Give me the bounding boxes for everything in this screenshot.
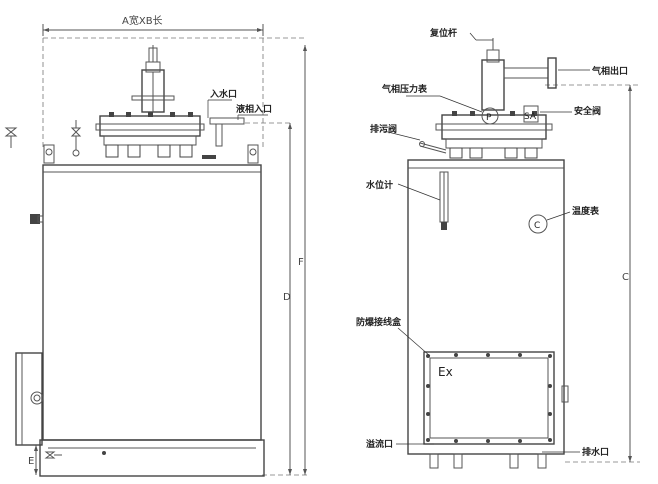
label-drain-outlet: 排水口 [582, 446, 609, 458]
safety-valve-letters: SA [524, 112, 537, 122]
label-gas-outlet: 气相出口 [591, 65, 628, 77]
dimension-e-label: E [28, 456, 34, 467]
left-view: A宽XB长 F D [4, 14, 310, 477]
dimension-c-label: C [622, 272, 629, 283]
label-drain-valve: 排污阀 [370, 123, 397, 135]
dimension-d-label: D [283, 292, 291, 303]
gauge-p-letter: P [486, 113, 492, 123]
label-level-gauge: 水位计 [366, 179, 393, 191]
gauge-c-letter: C [534, 221, 540, 231]
ex-mark: Ex [438, 365, 453, 379]
dimension-a-x-b: A宽XB长 [122, 14, 163, 27]
label-safety-valve: 安全阀 [574, 105, 601, 117]
label-gas-pressure-gauge: 气相压力表 [381, 83, 428, 95]
label-reset-rod: 复位杆 [429, 27, 457, 39]
label-thermometer: 温度表 [572, 205, 600, 217]
label-overflow: 溢流口 [366, 438, 393, 450]
label-water-inlet: 入水口 [209, 88, 237, 100]
label-liquid-inlet: 液相入口 [236, 103, 272, 115]
label-junction-box: 防爆接线盒 [356, 316, 402, 328]
dimension-f-label: F [298, 257, 304, 268]
right-view: C 复位杆 [356, 27, 640, 469]
